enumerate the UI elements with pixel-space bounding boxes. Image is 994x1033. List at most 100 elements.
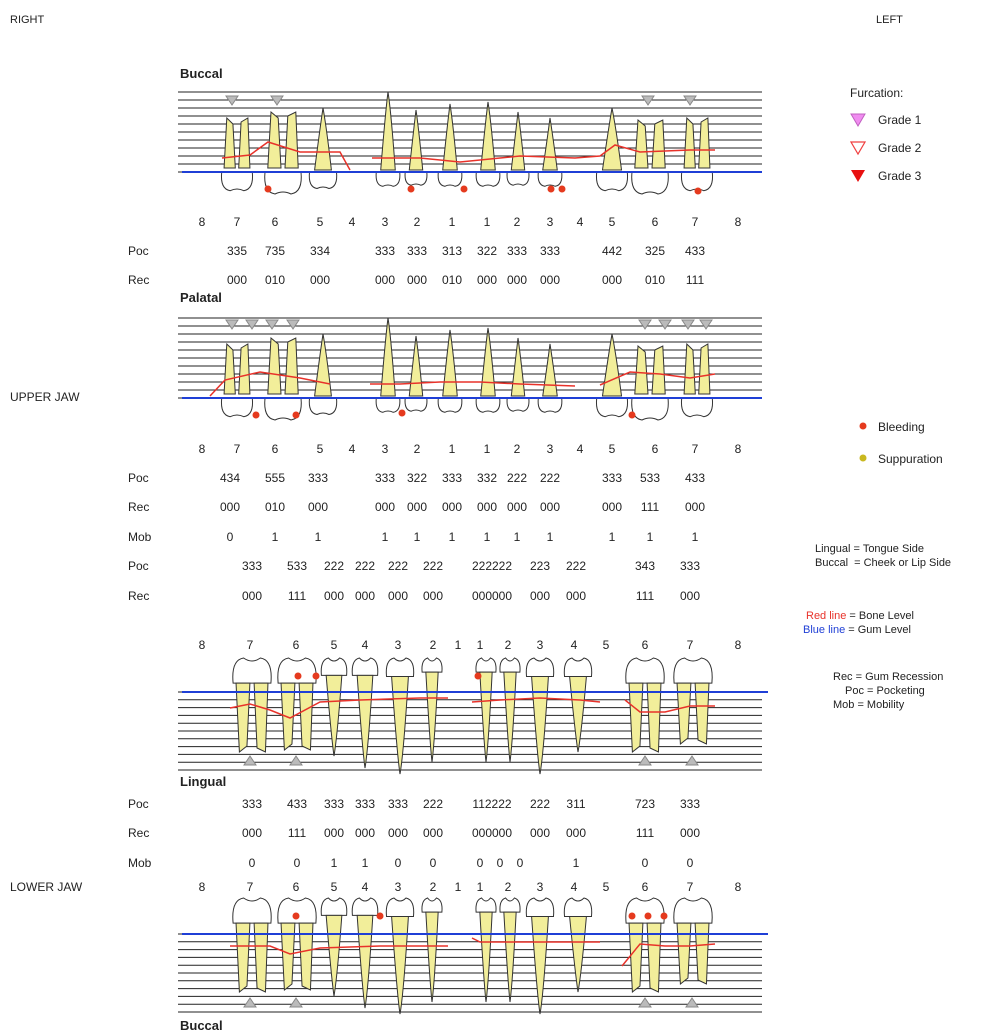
lower-buccal-label: Buccal: [180, 1018, 223, 1033]
up-rec-cell: 000: [406, 500, 428, 514]
tooth-crown: [308, 171, 338, 190]
up-poc-cell: 322: [406, 471, 428, 485]
tooth-root: [314, 107, 332, 171]
tooth-root: [698, 117, 711, 169]
lt-rec-cell: 000: [679, 589, 701, 603]
ll-rec-cell: 000: [565, 826, 587, 840]
tooth-crown: [385, 657, 415, 677]
grade2-triangle-icon: [850, 141, 866, 156]
up-poc-cell: 434: [219, 471, 241, 485]
upper-jaw-label: UPPER JAW: [10, 390, 80, 404]
bone-level-line: [471, 937, 600, 943]
poc-definition: Poc = Pocketing: [845, 685, 925, 697]
tooth-root: [235, 922, 251, 993]
bleeding-dot: [558, 185, 566, 193]
tooth-crown: [375, 397, 401, 413]
lt-rec-cell: 111: [635, 589, 655, 603]
lt-rec-cell: 000000: [471, 589, 513, 603]
tooth-crown: [351, 657, 379, 676]
tooth-root: [694, 922, 710, 985]
tooth-crown: [506, 397, 530, 412]
up-poc-cell: 222: [539, 471, 561, 485]
tooth-number: 3: [546, 215, 554, 229]
ll-poc-cell: 311: [566, 797, 586, 811]
lt-poc-cell: 222: [387, 559, 409, 573]
tooth-root: [442, 329, 458, 397]
tooth-crown: [220, 171, 254, 192]
ll-mob-cell: 0: [476, 856, 484, 870]
furcation-marker: [699, 319, 713, 330]
bone-level-line: [209, 371, 331, 397]
furcation-marker: [685, 997, 699, 1008]
up-mob-cell: 1: [546, 530, 554, 544]
up-poc-cell: 433: [684, 471, 706, 485]
tooth-root: [628, 682, 644, 753]
mob-definition: Mob = Mobility: [833, 699, 905, 711]
tooth-number: 3: [381, 215, 389, 229]
ll-rec-cell: 000: [241, 826, 263, 840]
furcation-title: Furcation:: [850, 86, 904, 100]
tooth-number: 4: [576, 442, 584, 456]
furcation-marker: [681, 319, 695, 330]
lt-poc-cell: 223: [529, 559, 551, 573]
up-mob-cell: 0: [226, 530, 234, 544]
tooth-root: [683, 342, 696, 395]
tooth-root: [480, 327, 496, 397]
up-poc-cell: 333: [374, 471, 396, 485]
tooth-root: [298, 682, 314, 751]
tooth-crown: [475, 171, 501, 187]
ub-rec-cell: 000: [309, 273, 331, 287]
tooth-number: 1: [483, 215, 491, 229]
tooth-root: [325, 914, 343, 997]
tooth-crown: [475, 657, 497, 673]
up-poc-cell: 533: [639, 471, 661, 485]
bleeding-dot: [264, 185, 272, 193]
tooth-number: 6: [271, 442, 279, 456]
tooth-crown: [631, 171, 669, 195]
lt-poc-cell: 222: [323, 559, 345, 573]
ll-mob-cell: 1: [361, 856, 369, 870]
up-rec-cell: 000: [476, 500, 498, 514]
ub-rec-cell: 000: [374, 273, 396, 287]
furcation-marker: [685, 755, 699, 766]
tooth-crown: [537, 171, 563, 187]
ll-mob-cell: 0: [293, 856, 301, 870]
up-rec-cell: 000: [441, 500, 463, 514]
tooth-root: [676, 682, 692, 745]
tooth-number: 6: [641, 638, 649, 652]
tooth-root: [479, 671, 493, 763]
lt-poc-cell: 222: [565, 559, 587, 573]
ub-poc-cell: 322: [476, 244, 498, 258]
tooth-root: [442, 103, 458, 171]
tooth-root: [569, 916, 587, 993]
bleeding-dot: [474, 672, 482, 680]
ub-rec-cell: 000: [506, 273, 528, 287]
ll-rec-cell: 000: [354, 826, 376, 840]
grade3-label: Grade 3: [878, 169, 922, 183]
ll-rec-cell: 111: [635, 826, 655, 840]
lt-poc-cell: 533: [286, 559, 308, 573]
tooth-number: 8: [734, 880, 742, 894]
tooth-number: 2: [429, 638, 437, 652]
blue-line-legend: Blue line = Gum Level: [803, 624, 911, 636]
ll-mob-cell: 0: [686, 856, 694, 870]
ub-rec-cell: 000: [476, 273, 498, 287]
tooth-number: 4: [361, 880, 369, 894]
tooth-number: 5: [330, 638, 338, 652]
tooth-number: 3: [394, 880, 402, 894]
suppuration-label: Suppuration: [878, 452, 943, 466]
bone-level-line: [621, 943, 716, 967]
bone-level-line: [471, 697, 601, 703]
furcation-marker: [225, 95, 239, 106]
bleeding-dot-icon: [859, 422, 867, 430]
tooth-number: 4: [348, 442, 356, 456]
furcation-marker: [638, 755, 652, 766]
tooth-number: 4: [361, 638, 369, 652]
tooth-crown: [404, 171, 428, 186]
lower-lingual-rec-label: Rec: [128, 826, 150, 840]
tooth-crown: [421, 897, 443, 913]
tooth-root: [238, 343, 251, 395]
tooth-crown: [220, 397, 254, 418]
tooth-root: [601, 333, 623, 397]
tooth-crown: [375, 171, 401, 187]
